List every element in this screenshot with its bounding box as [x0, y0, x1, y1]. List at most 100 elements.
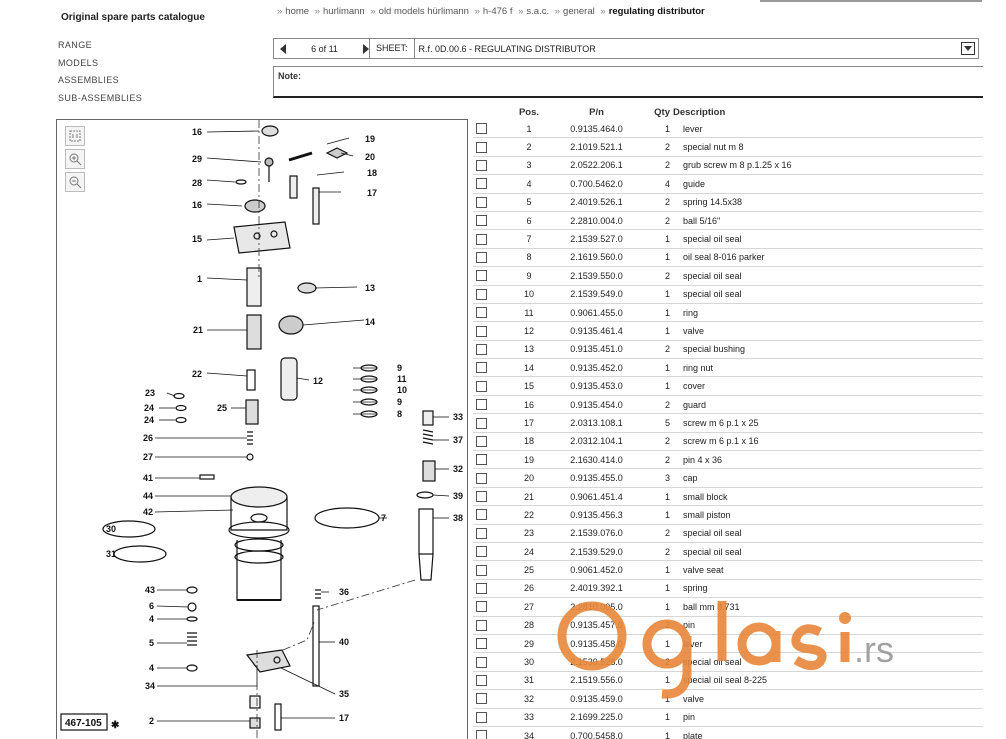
svg-text:24: 24: [144, 403, 154, 413]
zoom-out-icon[interactable]: [65, 172, 85, 192]
cell-desc: spring: [683, 583, 708, 594]
cell-qty: 1: [664, 381, 670, 392]
cell-pos: 25: [523, 565, 534, 576]
sheet-pager: 6 of 11: [274, 39, 370, 58]
prev-sheet-icon[interactable]: [280, 43, 286, 54]
nav-item-range[interactable]: RANGE: [58, 40, 93, 50]
chevron-down-icon[interactable]: [961, 42, 975, 55]
svg-text:39: 39: [453, 491, 463, 501]
svg-text:31: 31: [106, 549, 116, 559]
row-checkbox[interactable]: [476, 380, 487, 392]
sheet-select[interactable]: R.f. 0D.00.6 - REGULATING DISTRIBUTOR: [415, 39, 978, 58]
nav-item-models[interactable]: MODELS: [58, 57, 99, 68]
row-checkbox[interactable]: [476, 123, 487, 135]
row-checkbox[interactable]: [476, 141, 487, 153]
row-checkbox[interactable]: [476, 638, 487, 650]
svg-text:24: 24: [144, 415, 154, 425]
cell-pos: 28: [523, 620, 534, 631]
cell-qty: 1: [664, 491, 670, 502]
row-checkbox[interactable]: [476, 601, 487, 613]
row-checkbox[interactable]: [476, 251, 487, 263]
svg-text:16: 16: [192, 200, 202, 210]
row-checkbox[interactable]: [476, 509, 487, 521]
cell-pn: 2.1539.549.0: [570, 289, 623, 300]
row-checkbox[interactable]: [476, 160, 487, 172]
cell-pn: 0.9135.457.0: [570, 620, 623, 631]
row-checkbox[interactable]: [476, 564, 487, 576]
cell-qty: 1: [664, 638, 670, 649]
row-checkbox[interactable]: [476, 619, 487, 631]
row-checkbox[interactable]: [476, 491, 487, 503]
svg-text:43: 43: [145, 585, 155, 595]
cell-pos: 15: [523, 381, 534, 392]
row-checkbox[interactable]: [476, 196, 487, 208]
cell-desc: lever: [683, 123, 703, 134]
row-checkbox[interactable]: [476, 362, 487, 374]
breadcrumb-sac[interactable]: s.a.c.: [526, 6, 550, 17]
breadcrumb-old-models[interactable]: old models hürlimann: [378, 6, 469, 17]
cell-pn: 0.9135.453.0: [570, 381, 623, 392]
cell-pn: 0.9135.464.0: [570, 123, 623, 134]
svg-text:9: 9: [397, 397, 402, 407]
row-checkbox[interactable]: [476, 711, 487, 723]
next-sheet-icon[interactable]: [363, 43, 369, 54]
row-checkbox[interactable]: [476, 325, 487, 337]
zoom-in-icon[interactable]: [65, 149, 85, 169]
row-checkbox[interactable]: [476, 472, 487, 484]
cell-desc: special oil seal: [683, 657, 742, 668]
cell-desc: small block: [683, 491, 728, 502]
svg-text:21: 21: [193, 325, 203, 335]
nav-item-assemblies[interactable]: ASSEMBLIES: [58, 75, 120, 85]
row-checkbox[interactable]: [476, 288, 487, 300]
row-checkbox[interactable]: [476, 178, 487, 190]
row-checkbox[interactable]: [476, 307, 487, 319]
cell-qty: 1: [664, 583, 670, 594]
row-checkbox[interactable]: [476, 546, 487, 558]
col-qty: Qty: [654, 107, 670, 118]
cell-pos: 19: [523, 454, 534, 465]
row-checkbox[interactable]: [476, 693, 487, 705]
cell-qty: 2: [664, 436, 670, 447]
row-checkbox[interactable]: [476, 527, 487, 539]
row-checkbox[interactable]: [476, 454, 487, 466]
breadcrumb-brand[interactable]: hurlimann: [323, 6, 365, 17]
breadcrumb-model[interactable]: h-476 f: [482, 6, 513, 17]
cell-desc: valve: [683, 693, 705, 704]
cell-desc: spring 14.5x38: [683, 197, 743, 208]
cell-qty: 4: [664, 178, 670, 189]
row-checkbox[interactable]: [476, 343, 487, 355]
row-checkbox[interactable]: [476, 417, 487, 429]
row-checkbox[interactable]: [476, 233, 487, 245]
cell-pos: 22: [523, 509, 534, 520]
breadcrumb: »home »hurlimann »old models hürlimann »…: [277, 6, 705, 17]
nav-item-sub-assemblies[interactable]: SUB-ASSEMBLIES: [58, 92, 143, 103]
cell-pn: 2.1699.225.0: [570, 712, 623, 723]
row-checkbox[interactable]: [476, 674, 487, 686]
fit-view-icon[interactable]: [65, 126, 85, 146]
row-checkbox[interactable]: [476, 656, 487, 668]
breadcrumb-home[interactable]: home: [285, 6, 310, 17]
cell-pn: 0.9061.455.0: [570, 307, 623, 318]
cell-qty: 1: [664, 234, 670, 245]
row-checkbox[interactable]: [476, 435, 487, 447]
row-checkbox[interactable]: [476, 730, 487, 739]
row-checkbox[interactable]: [476, 270, 487, 282]
cell-qty: 1: [664, 123, 670, 134]
col-desc: Description: [673, 107, 726, 118]
row-checkbox[interactable]: [476, 583, 487, 595]
breadcrumb-general[interactable]: general: [563, 6, 595, 17]
row-checkbox[interactable]: [476, 399, 487, 411]
cell-pos: 1: [526, 123, 532, 134]
row-checkbox[interactable]: [476, 215, 487, 227]
svg-text:18: 18: [367, 168, 377, 178]
